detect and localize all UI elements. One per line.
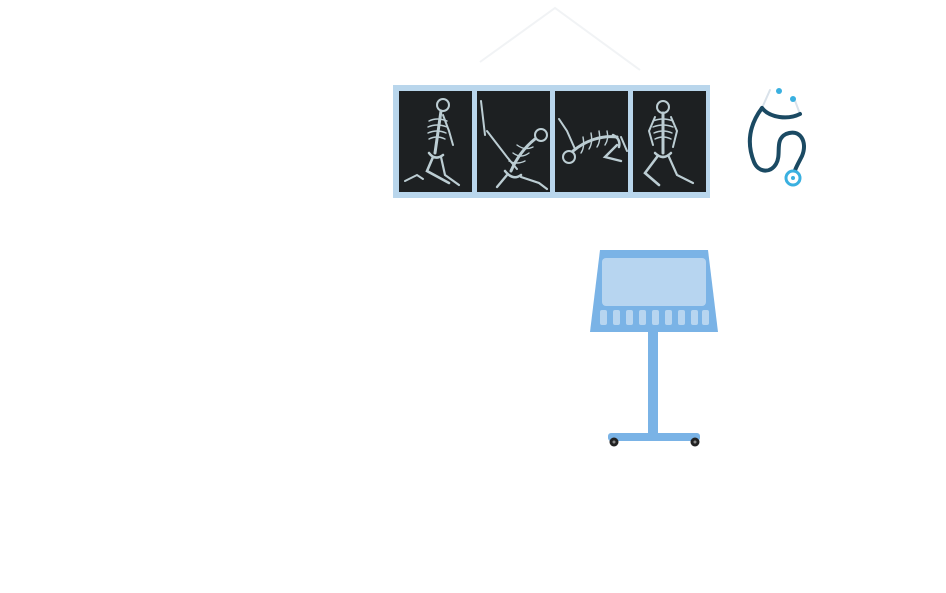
- xray-film-strip: [393, 85, 710, 198]
- medical-monitor-stand-icon: [590, 250, 718, 447]
- skeleton-xray-icon: [558, 118, 628, 164]
- xray-panel: [399, 91, 472, 192]
- skeleton-xray-icon: [404, 98, 461, 187]
- xray-panel: [555, 91, 628, 192]
- xray-panel: [633, 91, 706, 192]
- roof-outline-icon: [479, 6, 641, 71]
- stethoscope-icon: [747, 88, 806, 187]
- skeleton-xray-icon: [480, 100, 549, 191]
- skeleton-xray-icon: [643, 100, 695, 187]
- xray-panel: [477, 91, 550, 192]
